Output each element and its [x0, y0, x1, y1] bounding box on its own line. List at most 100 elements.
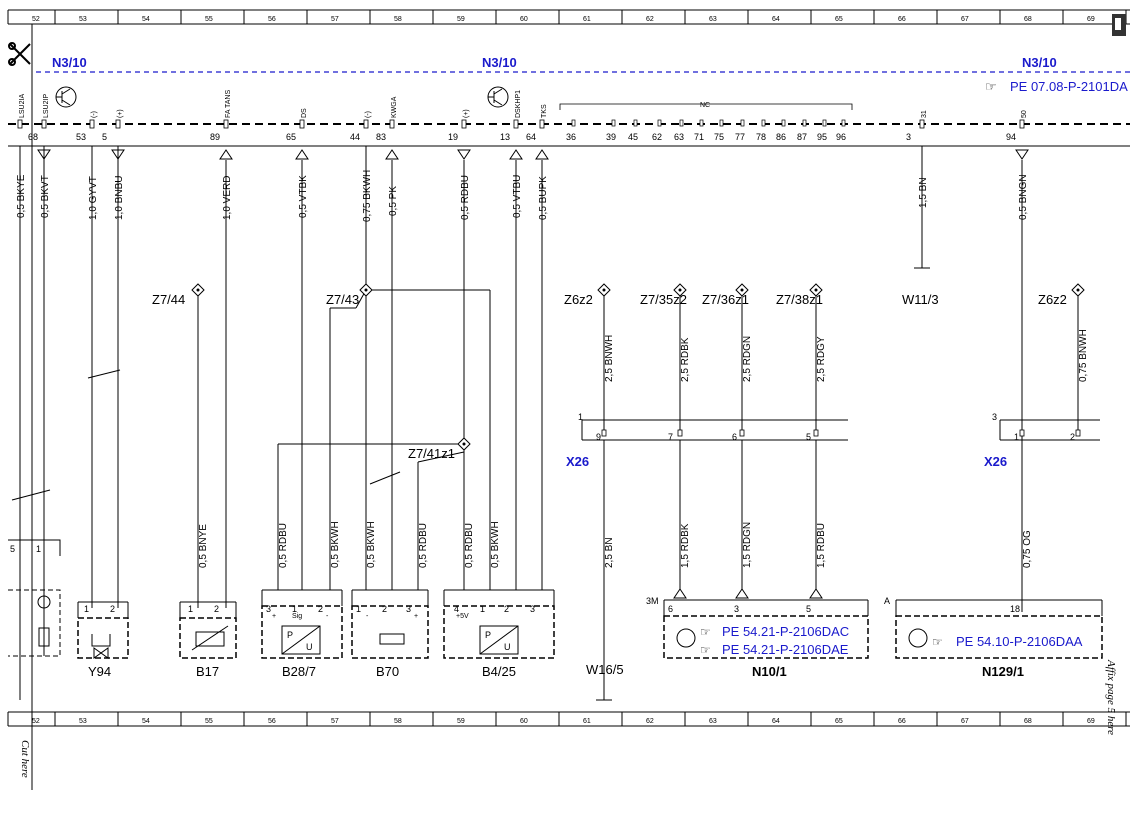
ruler-number: 58	[394, 718, 402, 725]
svg-text:68: 68	[28, 132, 38, 142]
component-pin: 1	[84, 604, 89, 614]
connector-pin: (-)44	[350, 111, 372, 142]
pe-ref-link[interactable]: PE 54.10-P-2106DAA	[956, 634, 1083, 649]
svg-text:83: 83	[376, 132, 386, 142]
corner-tab-icon	[1112, 14, 1126, 36]
splice-point: Z7/38z1	[776, 283, 823, 307]
svg-text:(-): (-)	[91, 111, 98, 118]
svg-text:U: U	[306, 642, 313, 652]
ruler-number: 69	[1087, 718, 1095, 725]
svg-text:Z7/41z1: Z7/41z1	[408, 446, 455, 461]
pointing-hand-icon: ☞	[700, 625, 711, 639]
svg-text:Z7/35z2: Z7/35z2	[640, 292, 687, 307]
component-y94: Y94	[77, 601, 129, 679]
wire-label: 1,5 BN	[918, 177, 929, 208]
wire-label: 0,5 RDBU	[464, 523, 475, 568]
cut-here-note: Cut here	[19, 740, 31, 778]
pe-ref-link[interactable]: PE 54.21-P-2106DAE	[722, 642, 849, 657]
connector-pin: (+)19	[448, 109, 470, 142]
nc-pin: 39	[606, 132, 616, 142]
svg-text:N10/1: N10/1	[752, 664, 787, 679]
ruler-number: 56	[268, 16, 276, 23]
nc-pin: 45	[628, 132, 638, 142]
wire-label: 0,5 BNYE	[198, 524, 209, 568]
svg-text:+: +	[272, 613, 276, 620]
svg-text:P: P	[287, 630, 293, 640]
svg-text:P: P	[485, 630, 491, 640]
svg-text:KWGA: KWGA	[391, 96, 398, 118]
wire-label: 0,5 BKYE	[16, 174, 27, 218]
wire-label: 1,0 VERD	[222, 176, 233, 220]
ruler-number: 62	[646, 16, 654, 23]
wire-label: 2,5 BNWH	[604, 335, 615, 382]
nc-pin: 63	[674, 132, 684, 142]
svg-text:Sig: Sig	[292, 613, 302, 620]
x26-pin-index: 1	[578, 412, 583, 422]
ruler-number: 65	[835, 16, 843, 23]
svg-text:A: A	[884, 596, 890, 606]
ruler-number: 61	[583, 718, 591, 725]
wire-label: 1,5 RDBK	[680, 523, 691, 568]
ruler-number: 56	[268, 718, 276, 725]
svg-text:3: 3	[906, 132, 911, 142]
connector-pin: (+) 5	[102, 109, 124, 142]
x26-pin: 7	[668, 432, 673, 442]
wire-label: 2,5 BN	[604, 537, 615, 568]
svg-text:B17: B17	[196, 664, 219, 679]
wire-label: 0,5 BKVT	[40, 175, 51, 218]
ruler-number: 60	[520, 16, 528, 23]
transistor-icon	[676, 628, 696, 648]
wire-label: 2,5 RDGY	[816, 336, 827, 382]
connector-pin: (-)53	[76, 111, 98, 142]
ruler-number: 63	[709, 16, 717, 23]
svg-text:(-): (-)	[365, 111, 372, 118]
splice-point: Z7/44	[152, 283, 205, 307]
ruler-number: 55	[205, 718, 213, 725]
nc-pin: 36	[566, 132, 576, 142]
component-pin: 2	[214, 604, 219, 614]
svg-text:64: 64	[526, 132, 536, 142]
component-pin: 2	[110, 604, 115, 614]
ruler-number: 63	[709, 718, 717, 725]
component-pin: 2	[504, 604, 509, 614]
nc-pin: 62	[652, 132, 662, 142]
wire-label: 1,0 BNBU	[114, 176, 125, 220]
connector-pin: 313	[906, 110, 928, 142]
wire-label: 0,5 RDBU	[278, 523, 289, 568]
component-b28-7: B28/7	[261, 589, 343, 679]
x26-pin: 6	[732, 432, 737, 442]
pointing-hand-icon: ☞	[932, 635, 943, 649]
pe-ref-link[interactable]: PE 54.21-P-2106DAC	[722, 624, 849, 639]
wire-label: 0,5 BUPK	[538, 176, 549, 220]
wire-label: 0,75 BNWH	[1078, 329, 1089, 382]
component-pin: 1	[292, 604, 297, 614]
transistor-icon	[487, 86, 509, 108]
ruler-number: 59	[457, 16, 465, 23]
ruler-number: 66	[898, 16, 906, 23]
ruler-number: 57	[331, 16, 339, 23]
x26-label: X26	[566, 454, 589, 469]
component-pin: 3	[406, 604, 411, 614]
svg-text:Z6z2: Z6z2	[564, 292, 593, 307]
ruler-number: 54	[142, 718, 150, 725]
svg-text:(+): (+)	[117, 109, 124, 118]
svg-text:-: -	[366, 613, 369, 620]
ruler-number: 65	[835, 718, 843, 725]
connector-pin: KWGA 83	[376, 96, 398, 142]
component-pin: 2	[318, 604, 323, 614]
svg-text:NC: NC	[700, 102, 710, 109]
ref-top[interactable]: ☞ PE 07.08-P-2101DA	[985, 79, 1128, 94]
wire-label: 0,75 BKWH	[362, 170, 373, 222]
splice-point: Z7/35z2	[640, 283, 687, 307]
n3-10-label: N3/10	[52, 55, 87, 70]
pointing-hand-icon: ☞	[700, 643, 711, 657]
wire-label: 1,5 RDGN	[742, 522, 753, 568]
svg-text:5: 5	[102, 132, 107, 142]
ground-bottom-label: W16/5	[586, 662, 624, 677]
ruler-number: 54	[142, 16, 150, 23]
nc-pin: 75	[714, 132, 724, 142]
